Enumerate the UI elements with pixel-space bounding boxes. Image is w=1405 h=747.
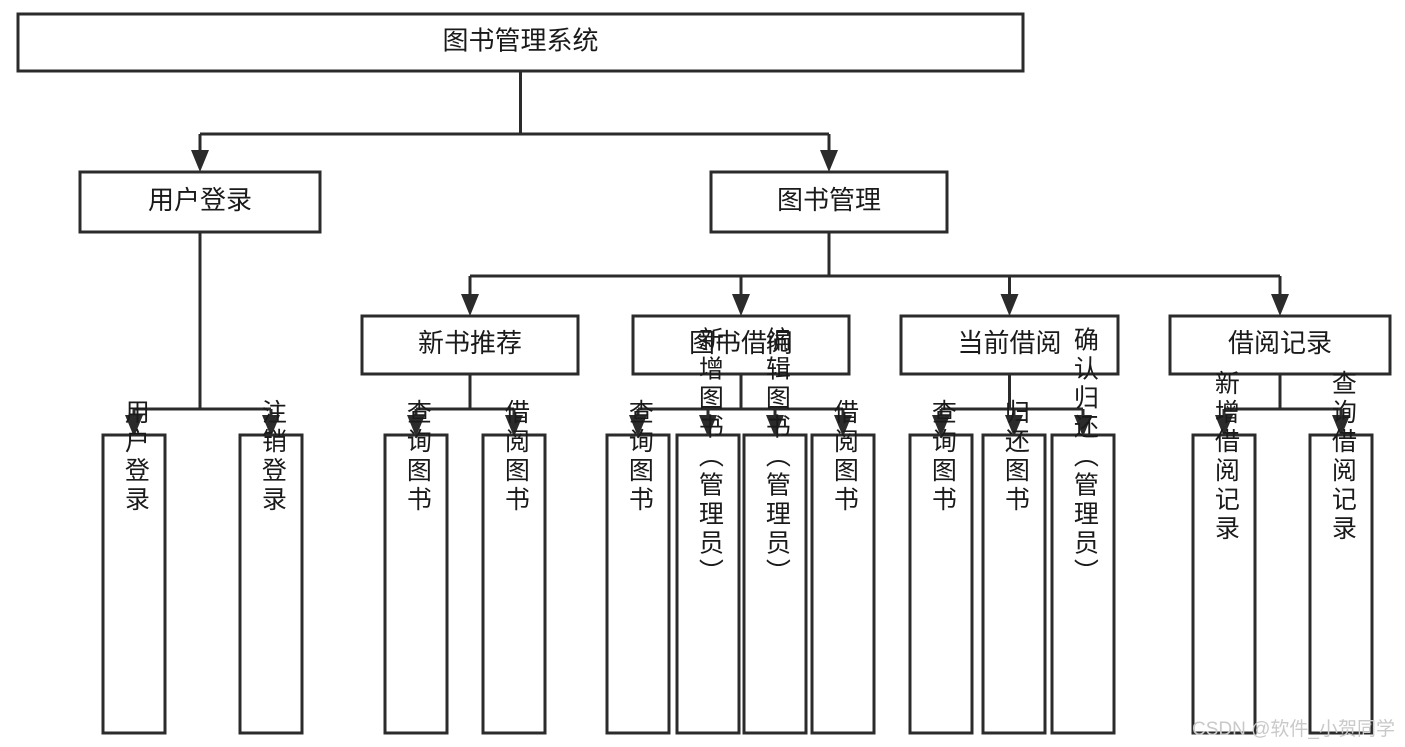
level3-node-book-borrow[interactable]: 图书借阅 [631, 314, 851, 376]
leaf-node-leaf-query-borrow-record[interactable]: 查询借阅记录 [1308, 370, 1374, 735]
csdn-watermark: CSDN @软件_小贺同学 [1192, 719, 1395, 740]
arrow-head-icon [505, 415, 523, 437]
arrow-head-icon [834, 415, 852, 437]
node-label: 查询借阅记录 [1328, 370, 1357, 544]
arrow-head-icon [461, 294, 479, 316]
level2-node-book-management[interactable]: 图书管理 [709, 170, 949, 234]
leaf-node-leaf-logout-login[interactable]: 注销登录 [238, 399, 304, 735]
node-label: 借阅记录 [1228, 328, 1332, 358]
arrow-head-icon [262, 415, 280, 437]
node-box [101, 433, 167, 735]
node-label: 查询图书 [403, 399, 432, 515]
arrow-head-icon [1271, 294, 1289, 316]
node-label: 查询图书 [928, 399, 957, 515]
leaf-node-leaf-query-book-current[interactable]: 查询图书 [908, 399, 974, 735]
arrow-head-icon [1215, 415, 1233, 437]
node-box [605, 433, 671, 735]
node-box [360, 314, 580, 376]
node-box [1168, 314, 1392, 376]
node-label: 注销登录 [258, 399, 287, 515]
leaf-node-leaf-user-login[interactable]: 用户登录 [101, 399, 167, 735]
node-label: 编辑图书（管理员） [762, 327, 791, 588]
leaf-node-leaf-add-book-admin[interactable]: 新增图书（管理员） [675, 327, 741, 735]
node-box [78, 170, 322, 234]
root-node-root[interactable]: 图书管理系统 [16, 12, 1025, 73]
node-label: 借阅图书 [501, 399, 530, 515]
node-label: 新书推荐 [418, 328, 522, 358]
leaf-node-leaf-borrow-book[interactable]: 借阅图书 [810, 399, 876, 735]
leaf-node-leaf-borrow-book-recommend[interactable]: 借阅图书 [481, 399, 547, 735]
node-label: 图书管理 [777, 185, 881, 215]
arrow-head-icon [407, 415, 425, 437]
leaf-node-leaf-confirm-return-admin[interactable]: 确认归还（管理员） [1050, 327, 1116, 735]
node-label: 查询图书 [625, 399, 654, 515]
arrow-head-icon [932, 415, 950, 437]
node-box [1191, 433, 1257, 735]
node-layer: 图书管理系统用户登录图书管理新书推荐图书借阅当前借阅借阅记录用户登录注销登录查询… [16, 12, 1392, 735]
node-box [810, 433, 876, 735]
arrow-head-icon [1005, 415, 1023, 437]
node-label: 用户登录 [148, 185, 252, 215]
node-box [481, 433, 547, 735]
leaf-node-leaf-add-borrow-record[interactable]: 新增借阅记录 [1191, 370, 1257, 735]
arrow-head-icon [699, 415, 717, 437]
level3-node-new-book-recommend[interactable]: 新书推荐 [360, 314, 580, 376]
node-box [1308, 433, 1374, 735]
node-label: 确认归还（管理员） [1070, 327, 1099, 588]
node-label: 新增借阅记录 [1211, 370, 1240, 544]
level3-node-borrow-record[interactable]: 借阅记录 [1168, 314, 1392, 376]
node-box [238, 433, 304, 735]
node-box [981, 433, 1047, 735]
arrow-head-icon [629, 415, 647, 437]
leaf-node-leaf-query-book-borrow[interactable]: 查询图书 [605, 399, 671, 735]
arrow-head-icon [820, 150, 838, 172]
node-box [742, 433, 808, 735]
level3-node-current-borrow[interactable]: 当前借阅 [899, 314, 1120, 376]
node-label: 用户登录 [121, 399, 150, 515]
node-box [675, 433, 741, 735]
node-box [1050, 433, 1116, 735]
node-label: 当前借阅 [957, 328, 1061, 358]
node-box [383, 433, 449, 735]
node-label: 借阅图书 [830, 399, 859, 515]
leaf-node-leaf-edit-book-admin[interactable]: 编辑图书（管理员） [742, 327, 808, 735]
node-label: 归还图书 [1001, 399, 1030, 515]
leaf-node-leaf-query-book-recommend[interactable]: 查询图书 [383, 399, 449, 735]
node-box [709, 170, 949, 234]
arrow-head-icon [766, 415, 784, 437]
node-box [899, 314, 1120, 376]
arrow-head-icon [1332, 415, 1350, 437]
arrow-head-icon [191, 150, 209, 172]
arrow-head-icon [1000, 294, 1019, 316]
arrow-head-icon [125, 415, 143, 437]
node-box [16, 12, 1025, 73]
arrow-head-icon [732, 294, 750, 316]
connector-layer [125, 71, 1350, 437]
node-label: 图书借阅 [689, 328, 793, 358]
level2-node-user-login[interactable]: 用户登录 [78, 170, 322, 234]
node-box [631, 314, 851, 376]
arrow-head-icon [1074, 415, 1092, 437]
leaf-node-leaf-return-book[interactable]: 归还图书 [981, 399, 1047, 735]
node-label: 新增图书（管理员） [695, 327, 724, 588]
node-box [908, 433, 974, 735]
node-label: 图书管理系统 [442, 25, 598, 55]
